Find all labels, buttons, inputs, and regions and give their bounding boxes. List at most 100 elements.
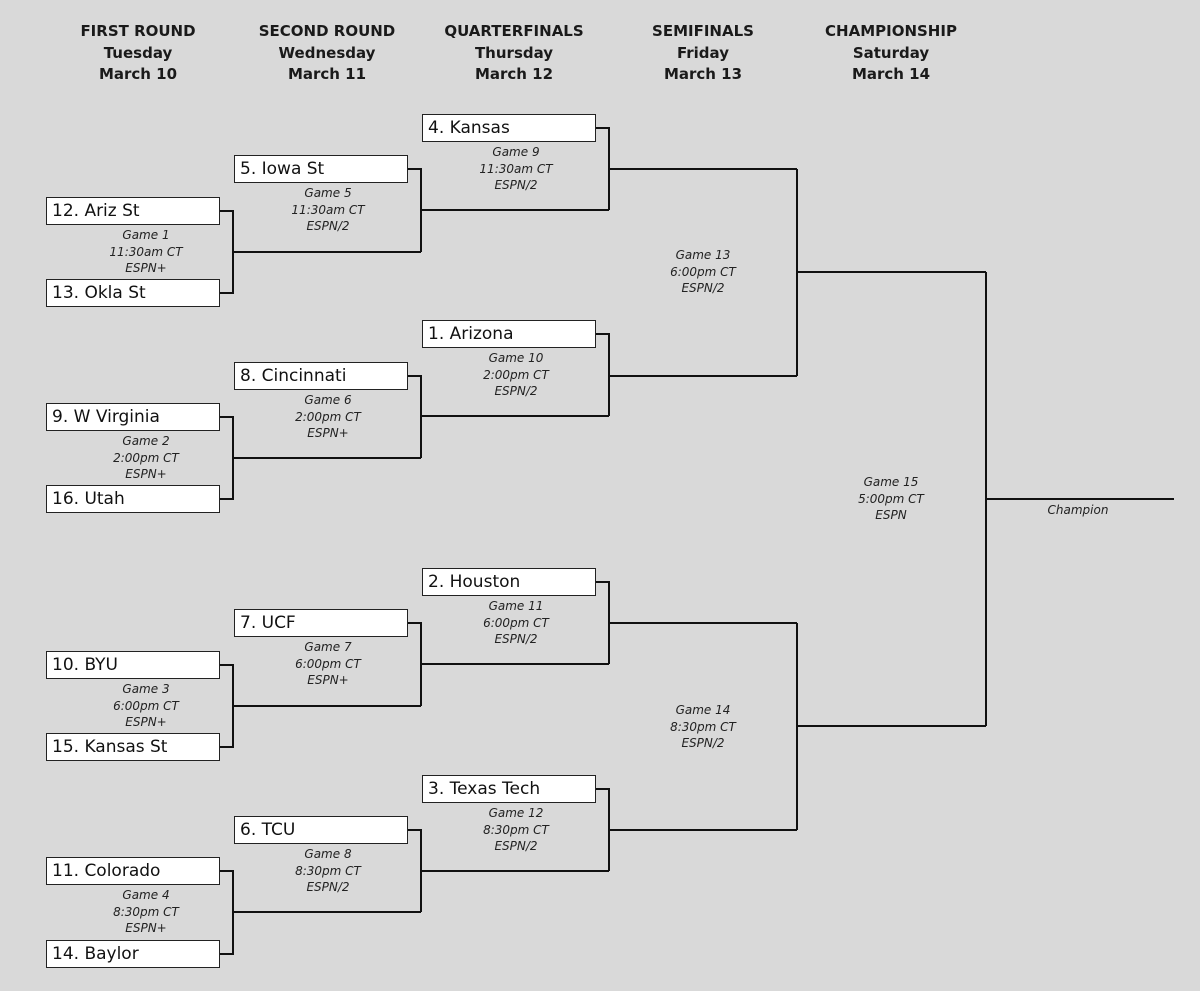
game-time: 2:00pm CT [113,450,179,465]
round-name: CHAMPIONSHIP [825,22,957,40]
game-time: 5:00pm CT [858,491,924,506]
game-time: 8:30pm CT [295,863,361,878]
game-info-4: Game 4 8:30pm CT ESPN+ [76,887,216,937]
team-slot: 16. Utah [46,485,220,513]
game-time: 11:30am CT [109,244,183,259]
game-number: Game 14 [675,703,731,717]
bracket-connector [596,127,610,210]
game-info-15: Game 15 5:00pm CT ESPN [821,474,961,524]
game-time: 8:30pm CT [113,904,179,919]
bracket-connector [407,622,422,706]
round-name: SEMIFINALS [652,22,754,40]
game-info-2: Game 2 2:00pm CT ESPN+ [76,433,216,483]
team-slot: 5. Iowa St [234,155,408,183]
game-network: ESPN+ [125,467,167,481]
game-network: ESPN+ [307,673,349,687]
game-time: 6:00pm CT [295,656,361,671]
game-time: 6:00pm CT [113,698,179,713]
round-header-second: SECOND ROUND Wednesday March 11 [237,21,417,86]
game-network: ESPN+ [125,715,167,729]
round-day: Wednesday [278,43,376,62]
game-number: Game 5 [304,186,352,200]
bracket-connector [596,788,610,871]
team-slot: 1. Arizona [422,320,596,348]
team-slot: 13. Okla St [46,279,220,307]
team-slot: 10. BYU [46,651,220,679]
game-info-7: Game 7 6:00pm CT ESPN+ [258,639,398,689]
bracket-connector [596,333,610,416]
game-time: 11:30am CT [479,161,553,176]
game-number: Game 11 [488,599,544,613]
round-header-quarterfinals: QUARTERFINALS Thursday March 12 [424,21,604,86]
bracket-connector [219,210,234,294]
round-day: Saturday [852,43,930,62]
team-slot: 6. TCU [234,816,408,844]
round-day: Thursday [474,43,554,62]
game-number: Game 2 [122,434,170,448]
game-network: ESPN+ [125,261,167,275]
team-slot: 11. Colorado [46,857,220,885]
round-header-championship: CHAMPIONSHIP Saturday March 14 [801,21,981,86]
game-network: ESPN/2 [681,736,725,750]
bracket-connector [407,168,422,252]
round-day: Friday [676,43,729,62]
game-network: ESPN/2 [494,632,538,646]
team-slot: 2. Houston [422,568,596,596]
game-info-8: Game 8 8:30pm CT ESPN/2 [258,846,398,896]
round-date: March 13 [663,65,743,83]
team-slot: 7. UCF [234,609,408,637]
game-network: ESPN/2 [306,880,350,894]
round-date: March 12 [474,65,554,83]
team-slot: 15. Kansas St [46,733,220,761]
team-slot: 4. Kansas [422,114,596,142]
bracket-connector [596,581,610,664]
game-number: Game 10 [488,351,544,365]
round-date: March 11 [287,65,367,83]
game-number: Game 3 [122,682,170,696]
game-info-6: Game 6 2:00pm CT ESPN+ [258,392,398,442]
game-number: Game 8 [304,847,352,861]
game-network: ESPN/2 [494,178,538,192]
game-time: 8:30pm CT [483,822,549,837]
game-number: Game 13 [675,248,731,262]
team-slot: 12. Ariz St [46,197,220,225]
game-network: ESPN+ [307,426,349,440]
game-time: 11:30am CT [291,202,365,217]
game-network: ESPN/2 [494,839,538,853]
round-date: March 14 [851,65,931,83]
game-info-13: Game 13 6:00pm CT ESPN/2 [633,247,773,297]
round-header-first: FIRST ROUND Tuesday March 10 [48,21,228,86]
game-info-10: Game 10 2:00pm CT ESPN/2 [446,350,586,400]
round-name: FIRST ROUND [80,22,196,40]
team-slot: 14. Baylor [46,940,220,968]
game-time: 2:00pm CT [483,367,549,382]
game-info-12: Game 12 8:30pm CT ESPN/2 [446,805,586,855]
bracket-connector [407,375,422,458]
game-info-11: Game 11 6:00pm CT ESPN/2 [446,598,586,648]
champion-label: Champion [1047,503,1109,517]
bracket-connector [219,870,234,955]
game-info-14: Game 14 8:30pm CT ESPN/2 [633,702,773,752]
game-time: 6:00pm CT [483,615,549,630]
round-name: QUARTERFINALS [444,22,584,40]
game-network: ESPN+ [125,921,167,935]
game-number: Game 6 [304,393,352,407]
team-slot: 8. Cincinnati [234,362,408,390]
round-date: March 10 [98,65,178,83]
team-slot: 9. W Virginia [46,403,220,431]
game-info-5: Game 5 11:30am CT ESPN/2 [258,185,398,235]
game-info-1: Game 1 11:30am CT ESPN+ [76,227,216,277]
game-time: 2:00pm CT [295,409,361,424]
game-number: Game 1 [122,228,170,242]
game-network: ESPN/2 [494,384,538,398]
game-info-3: Game 3 6:00pm CT ESPN+ [76,681,216,731]
game-number: Game 7 [304,640,352,654]
game-time: 6:00pm CT [670,264,736,279]
team-slot: 3. Texas Tech [422,775,596,803]
game-number: Game 12 [488,806,544,820]
game-number: Game 4 [122,888,170,902]
game-number: Game 15 [863,475,919,489]
game-network: ESPN [875,508,907,522]
game-info-9: Game 9 11:30am CT ESPN/2 [446,144,586,194]
